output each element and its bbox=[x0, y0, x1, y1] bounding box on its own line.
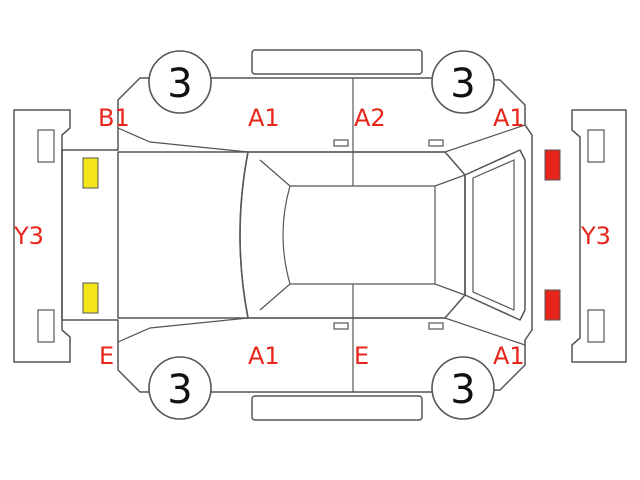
wheel-rear-left-rating: 3 bbox=[450, 61, 475, 107]
code-left-front-fender: B1 bbox=[98, 104, 130, 132]
code-front-bumper: Y3 bbox=[13, 222, 44, 250]
code-right-quarter: A1 bbox=[493, 342, 525, 370]
front-lamp-lower bbox=[82, 282, 99, 314]
wheel-front-left: 3 bbox=[148, 50, 212, 114]
car-body-outline bbox=[61, 77, 533, 393]
rear-lamp-upper bbox=[544, 149, 561, 181]
front-lamps bbox=[82, 157, 99, 314]
rear-lamp-lower bbox=[544, 289, 561, 321]
cabin bbox=[239, 151, 466, 319]
front-bumper bbox=[13, 109, 71, 363]
wheel-front-right-rating: 3 bbox=[167, 367, 192, 413]
wheel-front-right: 3 bbox=[148, 356, 212, 420]
rear-bumper bbox=[571, 109, 627, 363]
wheel-front-left-rating: 3 bbox=[167, 61, 192, 107]
code-left-rear-door: A2 bbox=[354, 104, 386, 132]
code-right-rear-door: E bbox=[354, 342, 369, 370]
left-side-skirt bbox=[251, 49, 423, 75]
right-side-skirt bbox=[251, 395, 423, 421]
wheel-rear-right-rating: 3 bbox=[450, 367, 475, 413]
code-rear-bumper: Y3 bbox=[580, 222, 611, 250]
rear-lamps bbox=[544, 149, 561, 321]
code-left-quarter: A1 bbox=[493, 104, 525, 132]
hood bbox=[117, 151, 249, 319]
wheel-rear-right: 3 bbox=[431, 356, 495, 420]
rear-hatch bbox=[464, 149, 526, 321]
code-left-front-door: A1 bbox=[248, 104, 280, 132]
code-right-front-door: A1 bbox=[248, 342, 280, 370]
code-right-front-fender: E bbox=[99, 342, 114, 370]
wheel-rear-left: 3 bbox=[431, 50, 495, 114]
front-lamp-upper bbox=[82, 157, 99, 189]
